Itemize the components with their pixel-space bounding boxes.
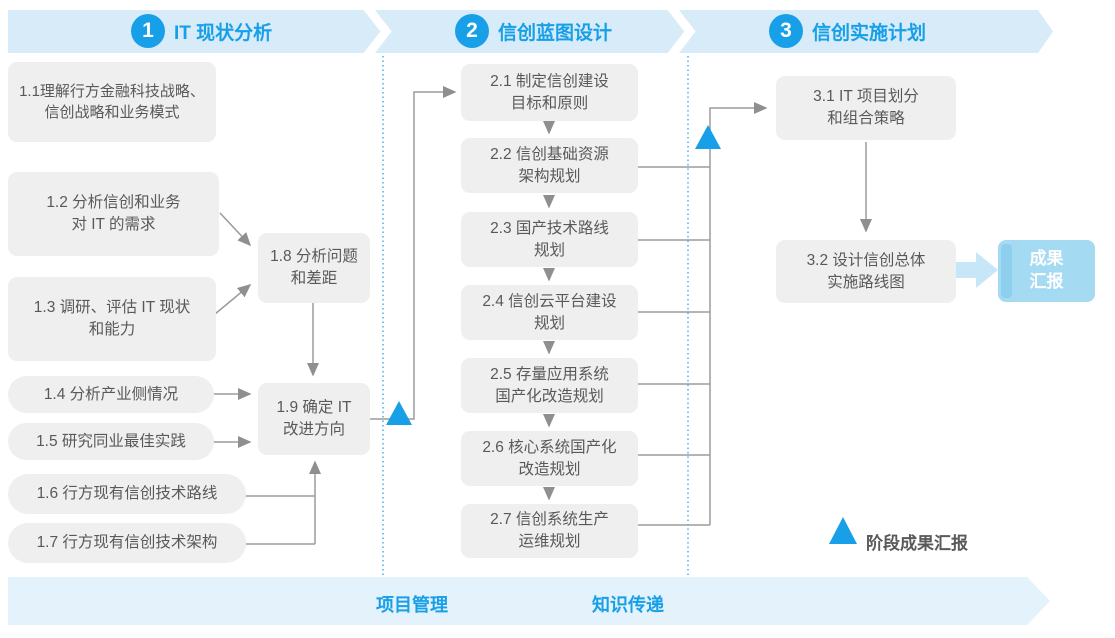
box-line: 信创战略和业务模式: [44, 104, 180, 121]
box-line: 成果: [1029, 249, 1064, 269]
box-line: 1.1理解行方金融科技战略、: [19, 82, 205, 100]
milestone-triangle-icon: [695, 125, 721, 149]
box-line: 2.3 国产技术路线: [490, 219, 609, 237]
chevron-separator-icon: [667, 4, 696, 59]
box-1-4: 1.4 分析产业侧情况: [8, 376, 214, 413]
box-line: 规划: [533, 241, 565, 259]
chevron-separator-icon: [363, 4, 392, 59]
box-line: 国产化改造规划: [495, 387, 604, 405]
box-1-3: 1.3 调研、评估 IT 现状 和能力: [8, 277, 216, 361]
box-line: 和差距: [290, 270, 338, 287]
box-2-6: 2.6 核心系统国产化 改造规划: [461, 431, 638, 486]
box-line: 1.5 研究同业最佳实践: [36, 432, 186, 450]
box-line: 1.9 确定 IT: [276, 399, 352, 416]
footer-label-knowledge-transfer: 知识传递: [592, 595, 664, 615]
box-2-2: 2.2 信创基础资源 架构规划: [461, 138, 638, 193]
phase-3-header: 3 信创实施计划: [769, 14, 926, 48]
box-line: 改造规划: [518, 460, 581, 478]
box-line: 3.1 IT 项目划分: [813, 88, 919, 105]
box-line: 1.3 调研、评估 IT 现状: [33, 299, 191, 316]
box-line: 汇报: [1029, 272, 1064, 291]
box-3-1: 3.1 IT 项目划分 和组合策略: [776, 76, 956, 140]
branch-lines-phase2: [638, 166, 710, 526]
footer-label-project-management: 项目管理: [376, 595, 448, 615]
box-line: 改进方向: [282, 421, 345, 438]
box-line: 2.7 信创系统生产: [490, 511, 609, 528]
box-line: 规划: [533, 314, 565, 332]
box-line: 实施路线图: [827, 273, 905, 291]
connector-1-3-to-1-8: [214, 284, 252, 315]
box-line: 目标和原则: [510, 94, 589, 112]
box-1-7: 1.7 行方现有信创技术架构: [8, 523, 246, 563]
box-line: 3.2 设计信创总体: [806, 251, 926, 269]
box-2-7: 2.7 信创系统生产 运维规划: [461, 504, 638, 558]
box-2-5: 2.5 存量应用系统 国产化改造规划: [461, 358, 638, 413]
connector-1-6-1-7-to-1-9: [245, 495, 315, 545]
box-1-6: 1.6 行方现有信创技术路线: [8, 474, 246, 514]
legend-label: 阶段成果汇报: [866, 534, 968, 553]
milestone-triangle-icon: [386, 401, 412, 425]
connector-1-2-to-1-8: [219, 212, 252, 247]
box-line: 架构规划: [518, 167, 581, 185]
phase-label: 信创蓝图设计: [498, 22, 613, 44]
phase-label: 信创实施计划: [812, 22, 927, 44]
phase-number-badge: 2: [455, 14, 489, 48]
box-deliverable-report: 成果 汇报: [998, 240, 1095, 302]
box-1-9: 1.9 确定 IT 改进方向: [258, 383, 370, 455]
box-line: 对 IT 的需求: [71, 216, 156, 233]
box-2-3: 2.3 国产技术路线 规划: [461, 212, 638, 267]
legend-triangle-icon: [829, 517, 857, 544]
phase-number-badge: 3: [769, 14, 803, 48]
box-line: 2.1 制定信创建设: [490, 72, 609, 90]
box-line: 1.4 分析产业侧情况: [43, 385, 179, 403]
box-line: 和能力: [88, 321, 136, 338]
box-line: 运维规划: [518, 533, 581, 550]
box-line: 2.2 信创基础资源: [490, 145, 609, 163]
box-3-2: 3.2 设计信创总体 实施路线图: [776, 240, 956, 303]
footer-band: [8, 577, 1050, 625]
deliverable-arrow-icon: [956, 252, 998, 288]
phase-2-header: 2 信创蓝图设计: [455, 14, 612, 48]
box-line: 2.5 存量应用系统: [490, 365, 609, 383]
box-line: 2.4 信创云平台建设: [482, 292, 617, 310]
box-line: 2.6 核心系统国产化: [482, 438, 617, 456]
box-1-5: 1.5 研究同业最佳实践: [8, 423, 214, 460]
connector-trunk-to-3-1: [709, 102, 768, 525]
phase-label: IT 现状分析: [174, 22, 273, 44]
box-2-4: 2.4 信创云平台建设 规划: [461, 285, 638, 340]
phase-1-header: 1 IT 现状分析: [131, 14, 272, 48]
box-line: 1.7 行方现有信创技术架构: [36, 534, 218, 551]
box-line: 1.2 分析信创和业务: [46, 194, 181, 211]
box-1-8: 1.8 分析问题 和差距: [258, 233, 370, 303]
result-strip: [1001, 244, 1012, 298]
phase-number-badge: 1: [131, 14, 165, 48]
box-line: 和组合策略: [827, 110, 905, 127]
box-line: 1.8 分析问题: [270, 248, 358, 265]
box-1-1: 1.1理解行方金融科技战略、 信创战略和业务模式: [8, 62, 216, 142]
box-line: 1.6 行方现有信创技术路线: [36, 485, 218, 502]
box-1-2: 1.2 分析信创和业务 对 IT 的需求: [8, 172, 219, 256]
box-2-1: 2.1 制定信创建设 目标和原则: [461, 64, 638, 121]
